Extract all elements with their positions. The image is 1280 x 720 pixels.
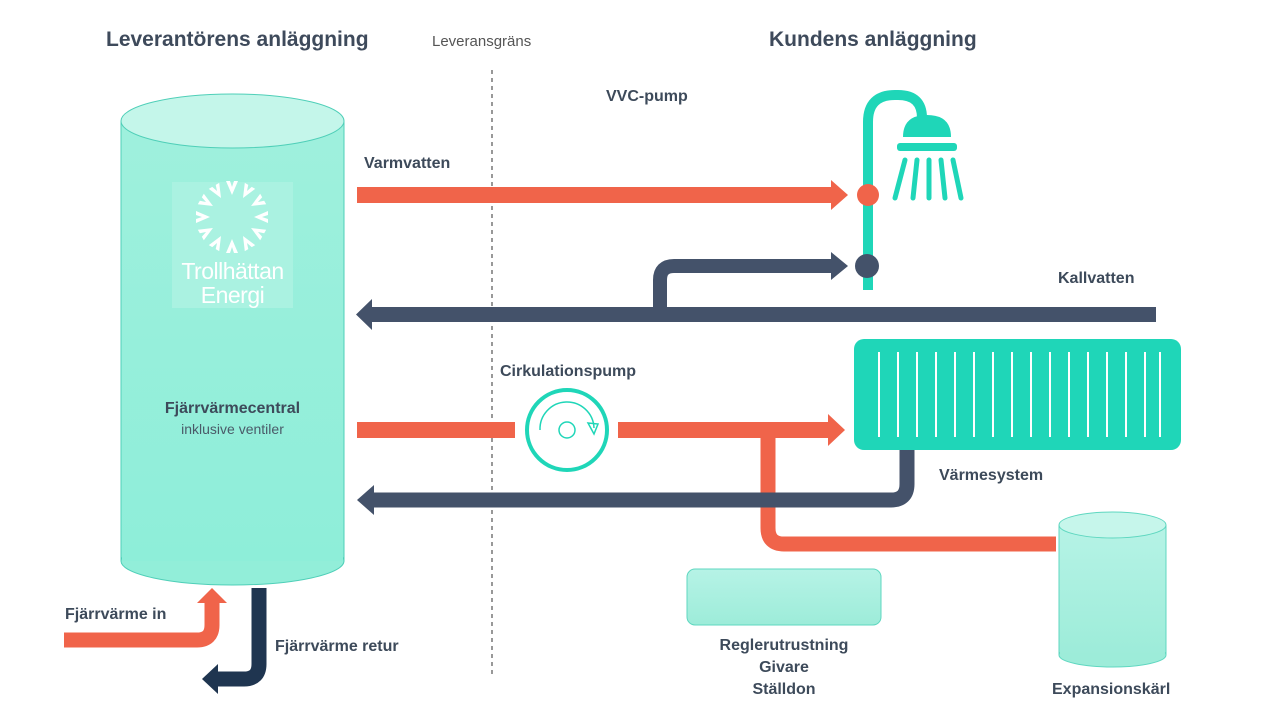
- delivery-boundary-label: Leveransgräns: [432, 33, 532, 50]
- control-equipment-label: Reglerutrustning Givare Ställdon: [684, 635, 884, 701]
- logo-text: Trollhättan Energi: [172, 259, 293, 307]
- control-line-3: Ställdon: [752, 681, 816, 698]
- district-heating-return-pipe: [202, 588, 267, 694]
- hot-water-pipe: [357, 180, 848, 210]
- shower-icon: [855, 90, 964, 290]
- cold-water-label: Kallvatten: [1058, 270, 1135, 287]
- central-title: Fjärrvärmecentral: [164, 400, 301, 417]
- supplier-header: Leverantörens anläggning: [106, 28, 369, 51]
- control-line-2: Givare: [759, 659, 809, 676]
- logo-line-2: Energi: [200, 282, 265, 308]
- heating-supply-pipe: [357, 414, 1056, 552]
- circulation-pump-icon: [525, 388, 609, 472]
- hot-water-label: Varmvatten: [364, 155, 451, 172]
- district-heating-in-label: Fjärrvärme in: [65, 606, 167, 623]
- vvc-pump-label: VVC-pump: [606, 88, 688, 105]
- circulation-pump-label: Cirkulationspump: [500, 363, 637, 380]
- trollhattan-energi-logo: [172, 181, 293, 308]
- customer-header: Kundens anläggning: [769, 28, 977, 51]
- logo-line-1: Trollhättan: [181, 258, 284, 284]
- control-equipment-box: [686, 568, 882, 626]
- control-line-1: Reglerutrustning: [719, 637, 849, 654]
- cold-water-pipe: [356, 252, 1156, 330]
- expansion-tank-label: Expansionskärl: [1052, 681, 1171, 698]
- heating-return-pipe: [357, 450, 915, 515]
- expansion-tank-icon: [1058, 511, 1167, 668]
- district-heating-central-tank: [120, 93, 345, 586]
- radiator-icon: [854, 339, 1181, 450]
- central-subtitle: inklusive ventiler: [181, 421, 284, 437]
- district-heating-return-label: Fjärrvärme retur: [275, 638, 399, 655]
- heating-system-label: Värmesystem: [939, 467, 1044, 484]
- district-heating-in-pipe: [64, 588, 227, 648]
